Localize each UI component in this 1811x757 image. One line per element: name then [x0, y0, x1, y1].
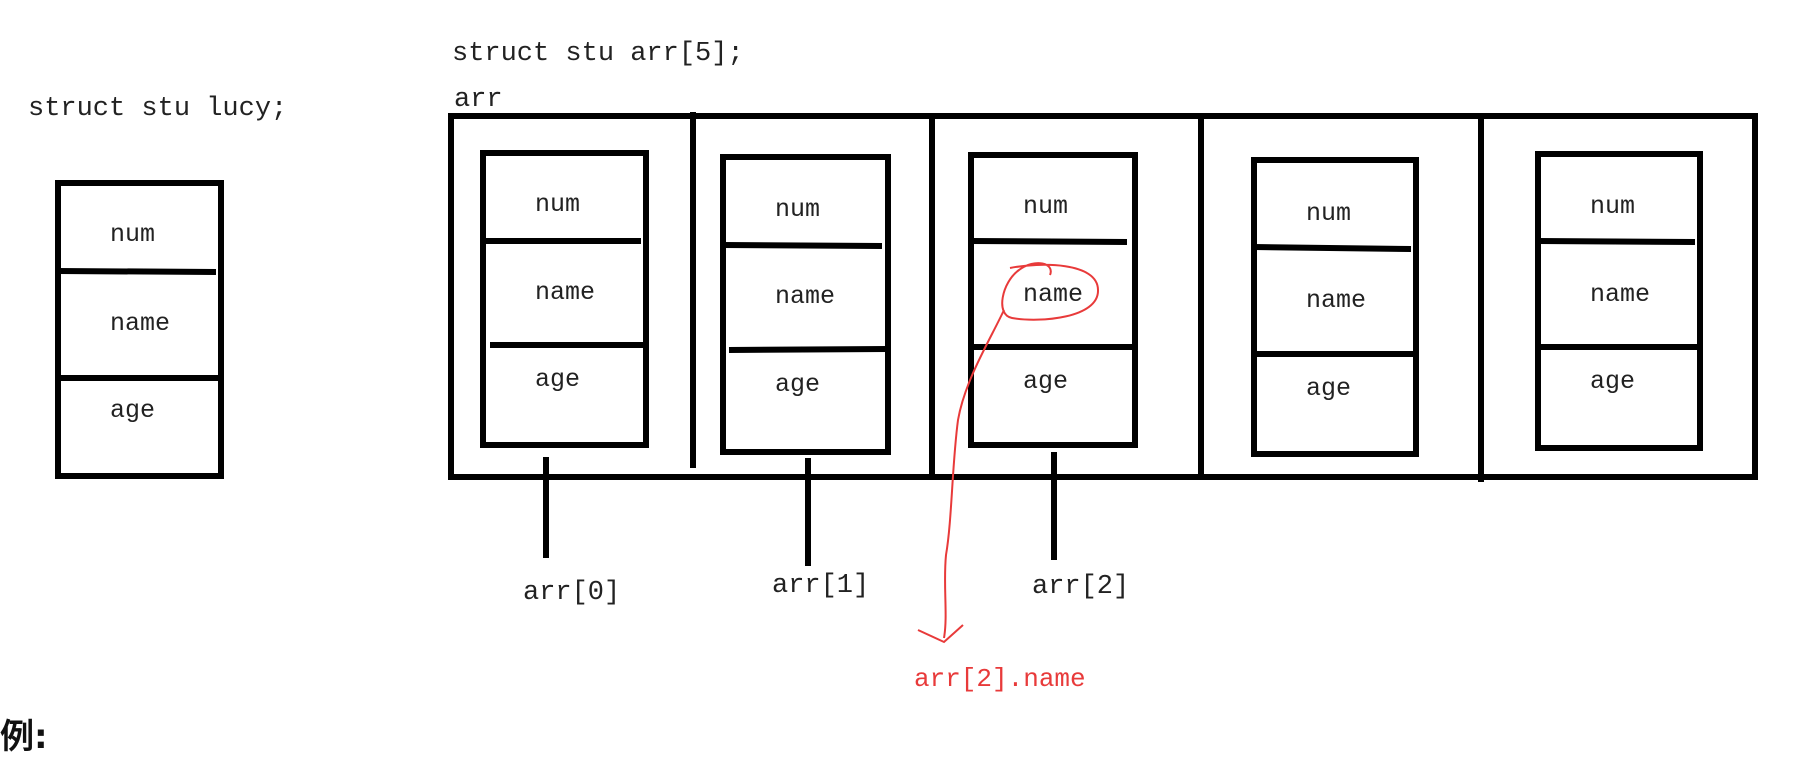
lucy-field-age: age	[110, 396, 156, 425]
lucy-struct-box	[55, 180, 224, 479]
arr0-field-num: num	[535, 190, 581, 219]
arr-label: arr	[454, 85, 503, 115]
arr3-field-name: name	[1306, 286, 1367, 315]
arr4-field-num: num	[1590, 192, 1636, 221]
array-declaration: struct stu arr[5];	[452, 39, 744, 69]
highlight-label: arr[2].name	[914, 664, 1086, 694]
arr3-field-age: age	[1306, 374, 1352, 403]
arr-element-2	[968, 152, 1138, 448]
name-circle	[1001, 262, 1100, 321]
arr-container	[448, 112, 1758, 482]
arr1-field-name: name	[775, 282, 836, 311]
annotation-arrowhead	[917, 624, 964, 644]
footer-text: 例:	[0, 717, 48, 757]
arr4-field-name: name	[1590, 280, 1651, 309]
index-label-arr2: arr[2]	[1032, 572, 1130, 602]
arr2-field-name: name	[1023, 280, 1084, 309]
arr4-field-age: age	[1590, 367, 1636, 396]
annotation-arrow-line	[943, 309, 1005, 639]
arr3-field-num: num	[1306, 199, 1352, 228]
index-pointers	[543, 452, 1057, 566]
lucy-field-name: name	[110, 309, 171, 338]
struct-array-diagram: struct stu lucy; struct stu arr[5]; arr …	[0, 39, 1758, 754]
index-label-arr0: arr[0]	[523, 578, 621, 608]
arr-element-4	[1535, 151, 1703, 451]
index-label-arr1: arr[1]	[772, 571, 870, 601]
arr2-field-age: age	[1023, 367, 1069, 396]
diagram-lines	[55, 112, 1758, 644]
arr0-field-age: age	[535, 365, 581, 394]
arr0-field-name: name	[535, 278, 596, 307]
lucy-field-num: num	[110, 220, 156, 249]
arr-element-0	[480, 150, 649, 448]
arr-element-1	[720, 154, 891, 455]
name-highlight-annotation	[917, 262, 1100, 644]
arr-element-3	[1251, 157, 1419, 457]
lucy-declaration: struct stu lucy;	[28, 94, 288, 124]
arr1-field-num: num	[775, 195, 821, 224]
arr2-field-num: num	[1023, 192, 1069, 221]
arr1-field-age: age	[775, 370, 821, 399]
